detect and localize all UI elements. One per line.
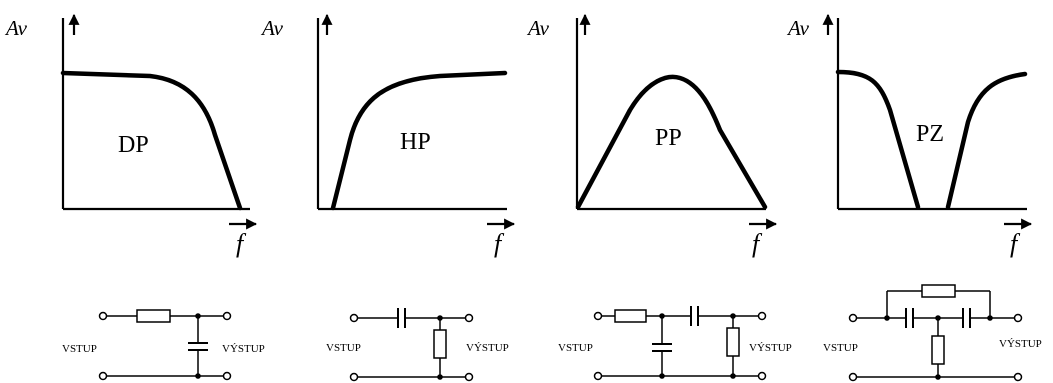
- input-terminal-bottom: [349, 372, 359, 382]
- panel-pp: Av f PP: [526, 13, 792, 381]
- output-terminal-bottom: [757, 371, 767, 381]
- output-terminal-top: [464, 313, 474, 323]
- input-terminal-top: [98, 311, 108, 321]
- output-label: VÝSTUP: [222, 343, 265, 355]
- resistor-icon: [726, 327, 740, 357]
- panel-hp: Av f HP VSTUP VÝSTUP: [260, 13, 516, 382]
- x-axis-label: f: [236, 229, 247, 258]
- input-label: VSTUP: [823, 342, 858, 354]
- filter-label: PZ: [916, 121, 944, 147]
- output-terminal-bottom: [464, 372, 474, 382]
- filter-label: PP: [655, 125, 682, 151]
- lowpass-response-curve: [60, 70, 243, 211]
- input-label: VSTUP: [558, 342, 593, 354]
- filter-label: DP: [118, 132, 149, 158]
- bandpass-response-curve: [575, 74, 768, 210]
- bandstop-response-curve-left: [835, 69, 921, 210]
- input-terminal-bottom: [98, 371, 108, 381]
- circuit-hp: VSTUP VÝSTUP: [326, 308, 509, 382]
- resistor-icon: [136, 309, 171, 323]
- filter-label: HP: [400, 129, 431, 155]
- y-axis-label: Av: [526, 16, 550, 40]
- highpass-response-curve: [330, 70, 508, 211]
- x-axis-label: f: [494, 229, 505, 258]
- output-terminal-top: [757, 311, 767, 321]
- input-terminal-bottom: [848, 372, 858, 382]
- output-label: VÝSTUP: [999, 338, 1042, 350]
- resistor-icon: [931, 335, 945, 365]
- graph-dp: Av f DP: [4, 13, 258, 258]
- output-label: VÝSTUP: [749, 342, 792, 354]
- graph-pp: Av f PP: [526, 13, 778, 258]
- output-label: VÝSTUP: [466, 342, 509, 354]
- input-terminal-bottom: [593, 371, 603, 381]
- panel-dp: Av f DP VSTUP VÝSTUP: [4, 13, 265, 381]
- graph-hp: Av f HP: [260, 13, 516, 258]
- x-axis-label: f: [1010, 229, 1021, 258]
- output-terminal-top: [222, 311, 232, 321]
- circuit-pz: VSTUP VÝSTUP: [823, 284, 1042, 382]
- output-terminal-bottom: [1013, 372, 1023, 382]
- bandstop-response-curve-right: [945, 71, 1028, 210]
- input-terminal-top: [593, 311, 603, 321]
- input-terminal-top: [848, 313, 858, 323]
- graph-pz: Av f PZ: [786, 13, 1033, 258]
- input-terminal-top: [349, 313, 359, 323]
- output-terminal-bottom: [222, 371, 232, 381]
- resistor-icon: [614, 309, 647, 323]
- y-axis-label: Av: [260, 16, 284, 40]
- output-terminal-top: [1013, 313, 1023, 323]
- input-label: VSTUP: [326, 342, 361, 354]
- circuit-pp: VSTUP VÝSTUP: [558, 306, 792, 381]
- y-axis-label: Av: [4, 16, 28, 40]
- resistor-icon: [921, 284, 956, 298]
- y-axis-label: Av: [786, 16, 810, 40]
- circuit-dp: VSTUP VÝSTUP: [62, 309, 265, 381]
- panel-pz: Av f PZ: [786, 13, 1042, 382]
- resistor-icon: [433, 329, 447, 359]
- input-label: VSTUP: [62, 343, 97, 355]
- x-axis-label: f: [752, 229, 763, 258]
